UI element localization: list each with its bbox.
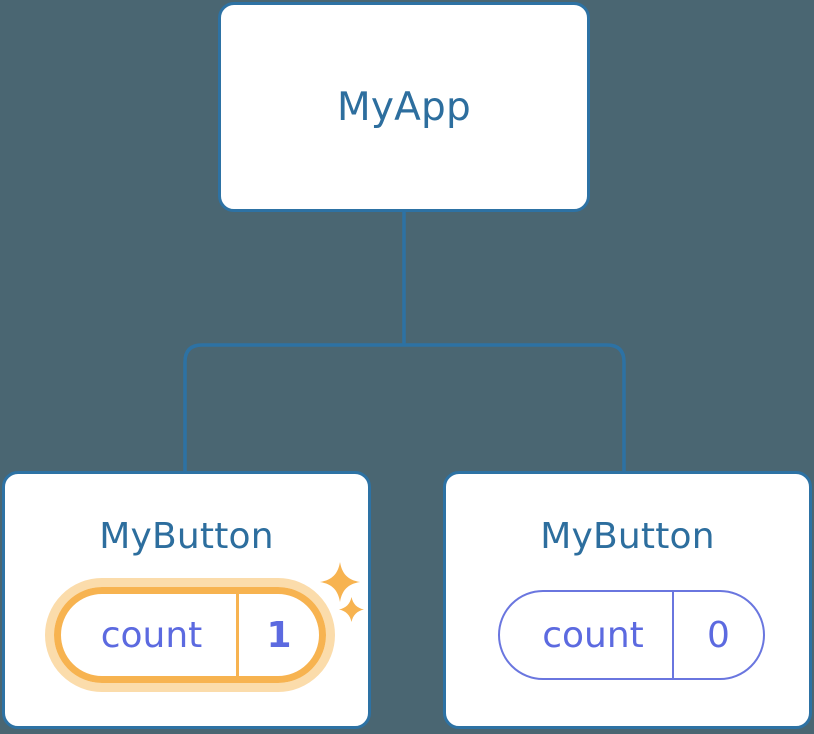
- component-title: MyApp: [337, 85, 471, 130]
- signal-pill-highlighted[interactable]: count 1: [45, 578, 335, 692]
- signal-pill[interactable]: count 1: [54, 587, 326, 683]
- signal-value: 0: [707, 614, 730, 656]
- component-title: MyButton: [540, 516, 715, 557]
- component-card-myapp[interactable]: MyApp: [218, 2, 590, 212]
- edge-branch-right: [404, 343, 626, 476]
- signal-pill[interactable]: count 0: [498, 590, 765, 680]
- signal-value: 1: [266, 614, 292, 656]
- signal-name: count: [500, 592, 674, 678]
- component-title: MyButton: [99, 516, 274, 557]
- component-card-mybutton-left[interactable]: MyButton count 1: [2, 471, 371, 729]
- signal-name: count: [61, 594, 239, 676]
- component-card-mybutton-right[interactable]: MyButton count 0: [443, 471, 812, 729]
- signal-glow-ring: [45, 578, 335, 692]
- edge-branch-left: [183, 343, 404, 476]
